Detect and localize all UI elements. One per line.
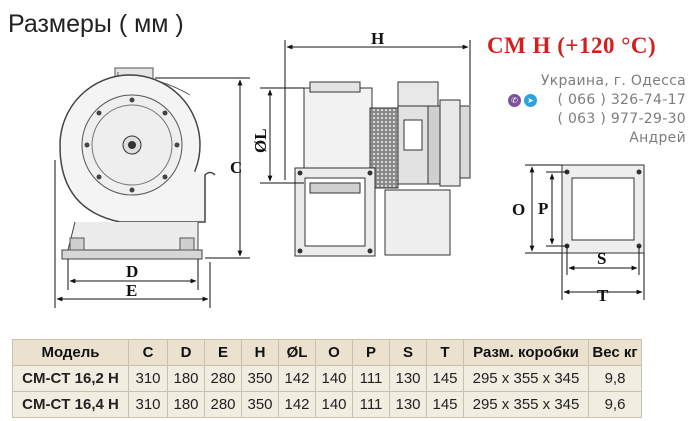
header-box-size: Разм. коробки: [463, 339, 589, 366]
header-e: E: [204, 339, 242, 366]
label-o: O: [512, 200, 525, 219]
messenger-icons: ✆ ➤: [508, 94, 537, 107]
dimension-e: [54, 160, 211, 308]
dimension-t: [561, 253, 645, 300]
label-c: C: [230, 158, 242, 177]
dimension-p: [546, 171, 567, 247]
table-header-row: Модель C D E H ØL O P S T Разм. коробки …: [12, 339, 642, 366]
brand-heading: CM H (+120 °C): [487, 33, 657, 58]
header-weight: Вес кг: [588, 339, 642, 366]
dimension-s: [566, 246, 640, 275]
cell-p: 111: [352, 391, 390, 418]
cell-e: 280: [204, 391, 242, 418]
contact-location: Украина, г. Одесса: [540, 73, 686, 89]
label-d: D: [126, 262, 138, 281]
label-p: P: [538, 199, 548, 218]
cell-o: 140: [315, 365, 353, 392]
label-h: H: [371, 29, 384, 48]
contact-phone-2: ( 063 ) 977-29-30: [557, 111, 686, 127]
cell-t: 145: [426, 391, 464, 418]
side-view: [294, 81, 471, 257]
header-p: P: [352, 339, 390, 366]
flange-view: [561, 164, 645, 254]
dimension-drawing: C D E H: [54, 29, 645, 308]
page-title: Размеры ( мм ): [8, 10, 184, 38]
header-o: O: [315, 339, 353, 366]
label-s: S: [597, 249, 606, 268]
cell-weight: 9,8: [588, 365, 642, 392]
header-t: T: [426, 339, 464, 366]
front-view: [59, 67, 216, 260]
dimension-d: [67, 259, 199, 290]
cell-d: 180: [167, 365, 205, 392]
cell-box-size: 295 x 355 x 345: [463, 391, 589, 418]
cell-p: 111: [352, 365, 390, 392]
label-t: T: [597, 286, 609, 305]
dimension-l: [260, 87, 304, 184]
cell-d: 180: [167, 391, 205, 418]
header-s: S: [389, 339, 427, 366]
cell-s: 130: [389, 365, 427, 392]
dimension-o: [525, 164, 562, 254]
spec-table: Модель C D E H ØL O P S T Разм. коробки …: [12, 339, 642, 418]
telegram-icon[interactable]: ➤: [524, 94, 537, 107]
cell-box-size: 295 x 355 x 345: [463, 365, 589, 392]
dimension-h: [284, 40, 471, 180]
cell-c: 310: [128, 391, 168, 418]
viber-icon[interactable]: ✆: [508, 94, 521, 107]
cell-e: 280: [204, 365, 242, 392]
header-model: Модель: [12, 339, 129, 366]
cell-l: 142: [278, 365, 316, 392]
cell-weight: 9,6: [588, 391, 642, 418]
cell-s: 130: [389, 391, 427, 418]
cell-c: 310: [128, 365, 168, 392]
header-c: C: [128, 339, 168, 366]
cell-model: CM-CT 16,2 H: [12, 365, 129, 392]
header-d: D: [167, 339, 205, 366]
header-l: ØL: [278, 339, 316, 366]
label-e: E: [126, 281, 137, 300]
cell-o: 140: [315, 391, 353, 418]
cell-model: CM-CT 16,4 H: [12, 391, 129, 418]
table-row: CM-CT 16,2 H 310 180 280 350 142 140 111…: [12, 365, 642, 392]
dimension-c: [155, 77, 250, 259]
cell-t: 145: [426, 365, 464, 392]
contact-name: Андрей: [629, 130, 686, 146]
table-row: CM-CT 16,4 H 310 180 280 350 142 140 111…: [12, 391, 642, 418]
cell-l: 142: [278, 391, 316, 418]
cell-h: 350: [241, 365, 279, 392]
contact-phone-1: ( 066 ) 326-74-17: [557, 92, 686, 108]
header-h: H: [241, 339, 279, 366]
label-l: ØL: [251, 128, 270, 153]
cell-h: 350: [241, 391, 279, 418]
